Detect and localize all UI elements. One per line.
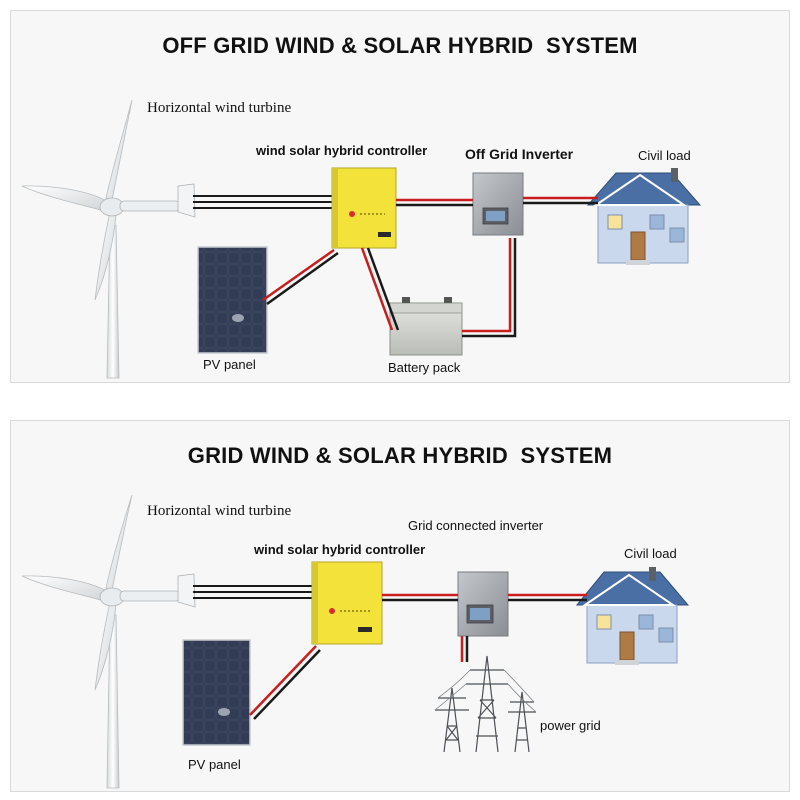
house-bottom (575, 567, 690, 665)
off-grid-system-title: OFF GRID WIND & SOLAR HYBRID SYSTEM (162, 33, 638, 58)
hybrid-controller-bottom (311, 561, 383, 645)
house-top (586, 168, 702, 265)
controller-label-bottom: wind solar hybrid controller (254, 542, 426, 557)
wind-turbine-bottom (21, 494, 196, 789)
turbine-label-bottom: Horizontal wind turbine (147, 503, 292, 519)
pv-label-bottom: PV panel (188, 757, 241, 772)
turbine-cable-top (193, 195, 332, 209)
wind-turbine-top (21, 99, 196, 379)
load-label-bottom: Civil load (624, 546, 677, 561)
wires-bottom (249, 593, 587, 720)
wires-top (262, 196, 598, 338)
inverter-label-bottom: Grid connected inverter (408, 518, 544, 533)
turbine-label-top: Horizontal wind turbine (147, 100, 292, 116)
battery-pack-top (389, 297, 463, 356)
pv-panel-bottom (182, 639, 251, 746)
inverter-top (472, 172, 524, 236)
turbine-cable-bottom (193, 585, 312, 599)
pv-panel-top (197, 246, 268, 354)
inverter-label-top: Off Grid Inverter (465, 146, 574, 162)
pv-label-top: PV panel (203, 357, 256, 372)
load-label-top: Civil load (638, 148, 691, 163)
grid-label-bottom: power grid (540, 718, 601, 733)
hybrid-controller-top (331, 167, 397, 249)
power-grid-towers (434, 655, 537, 753)
controller-label-top: wind solar hybrid controller (256, 143, 428, 158)
grid-system-title: GRID WIND & SOLAR HYBRID SYSTEM (187, 443, 613, 468)
inverter-bottom (457, 571, 509, 637)
battery-label-top: Battery pack (388, 360, 461, 375)
